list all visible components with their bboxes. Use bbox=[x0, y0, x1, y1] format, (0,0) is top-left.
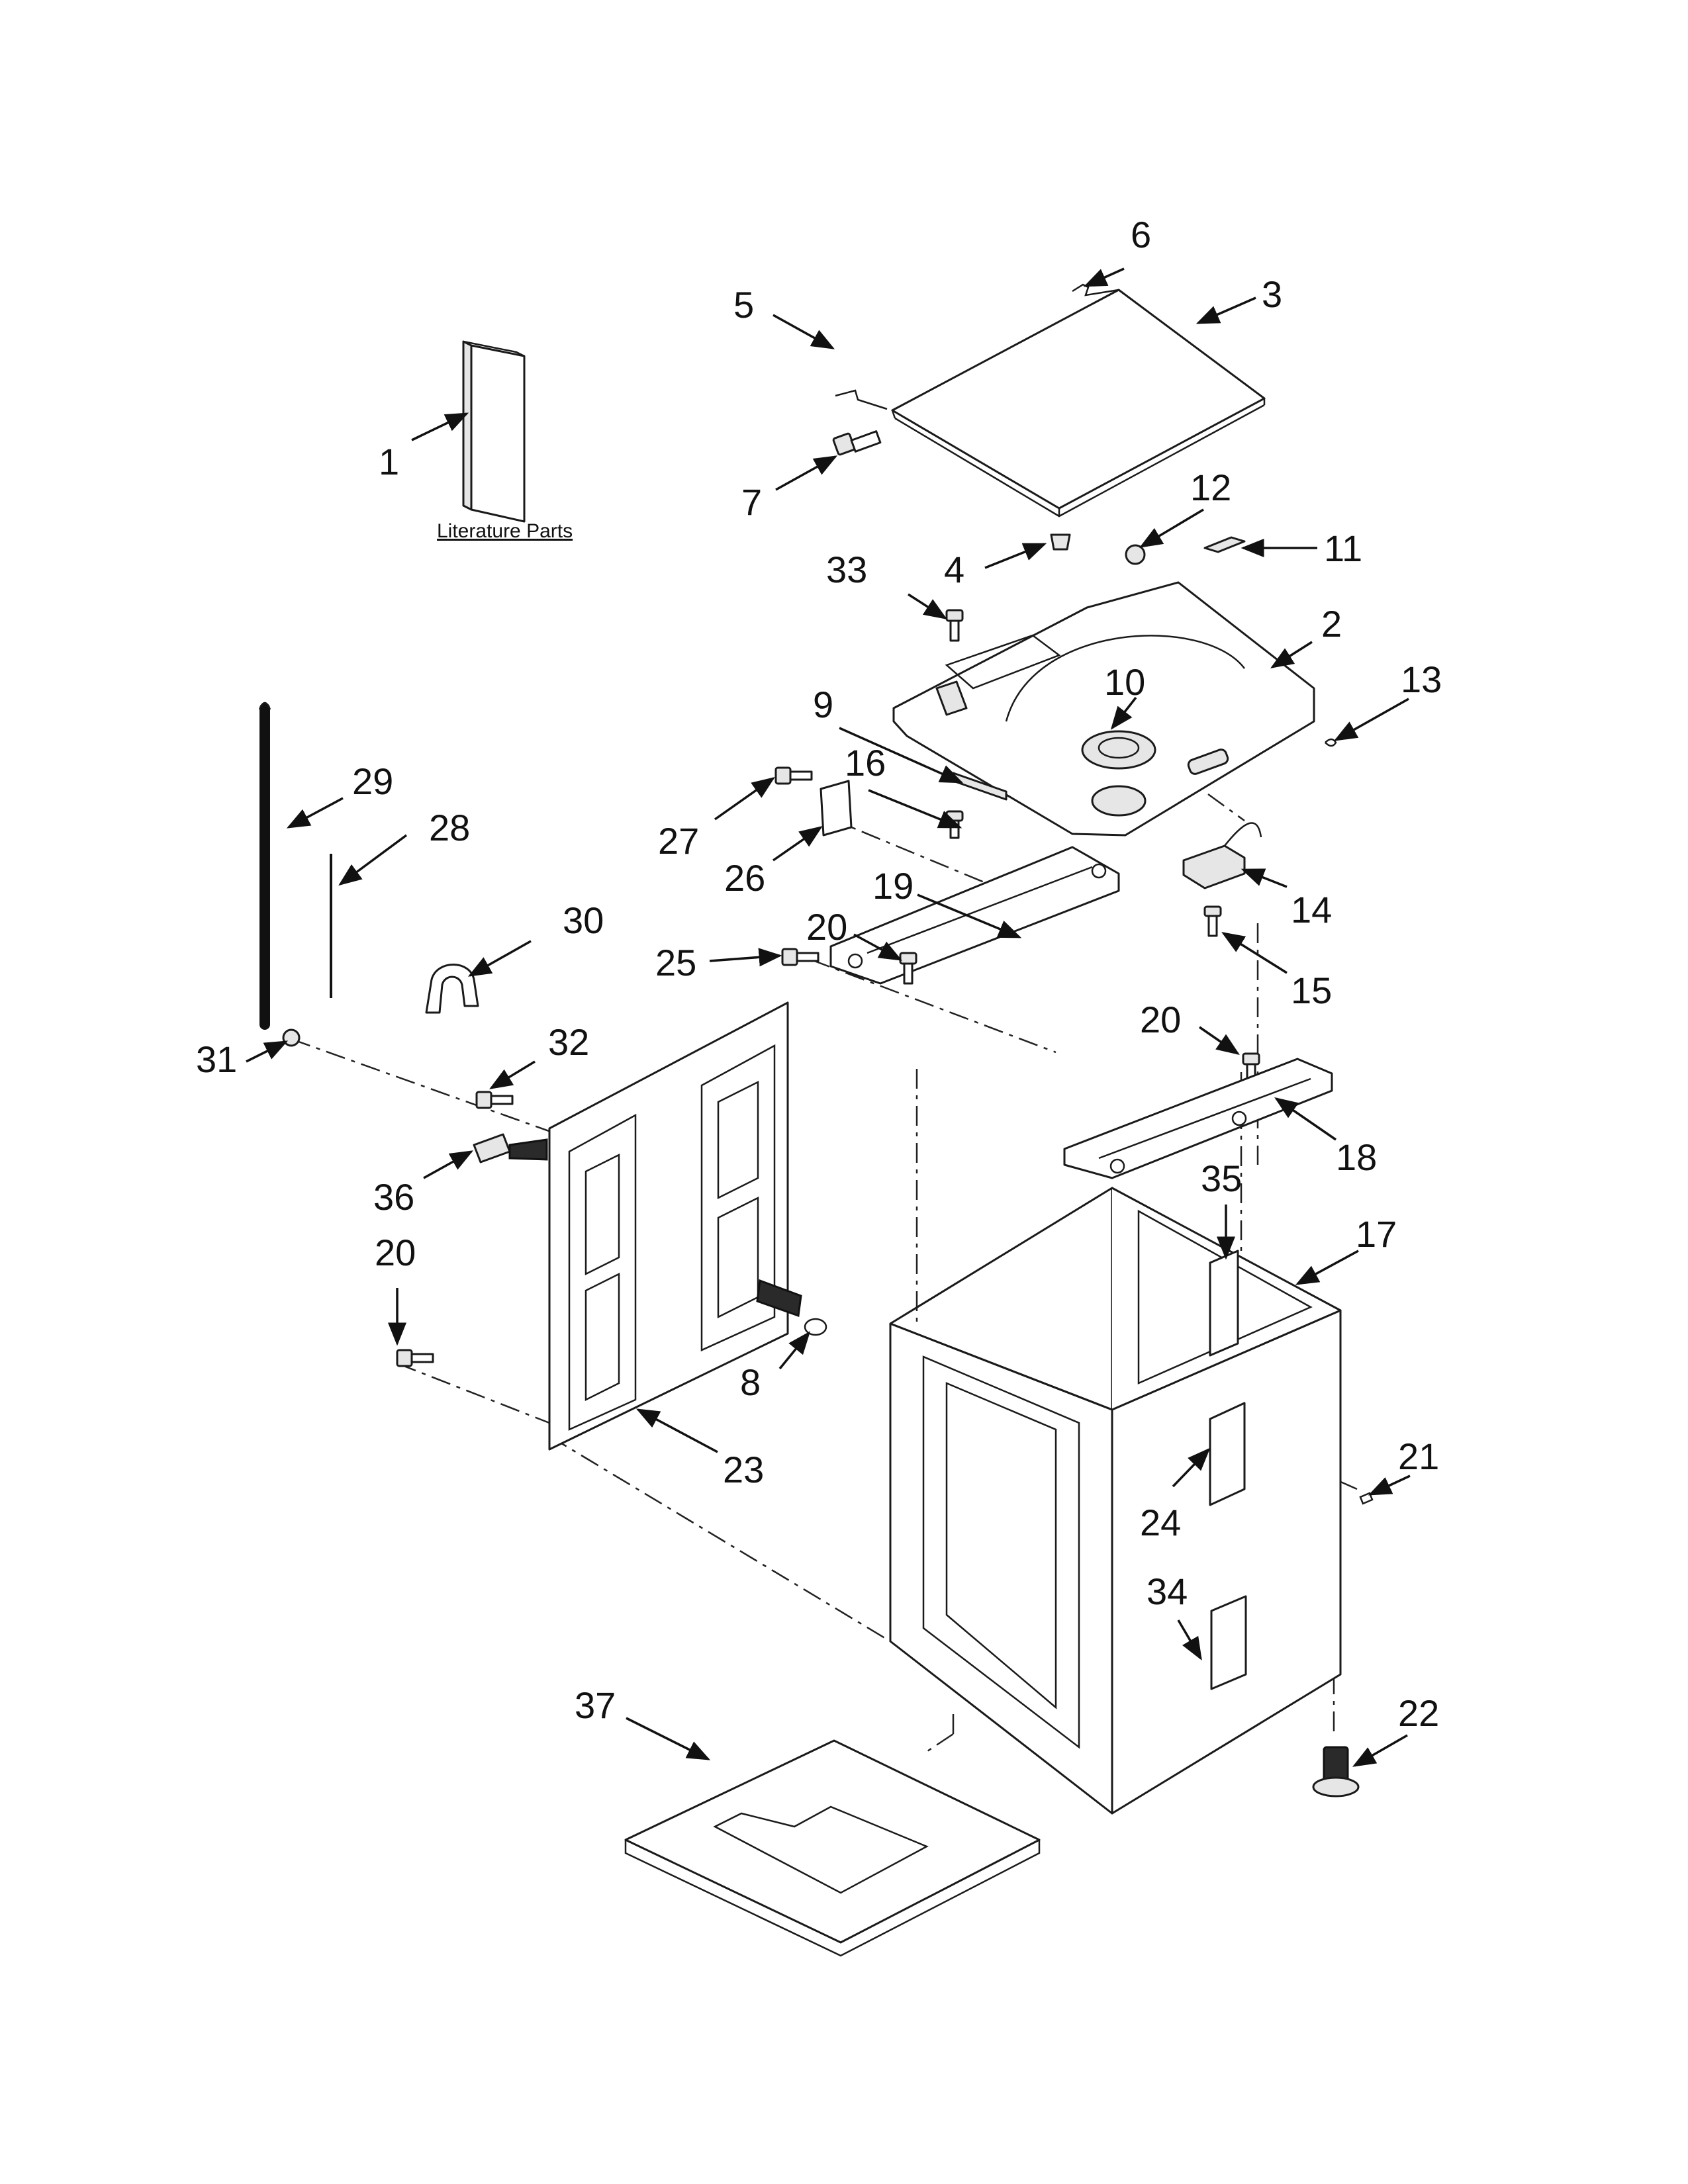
lid-switch bbox=[1182, 822, 1262, 889]
callout-7: 7 bbox=[741, 481, 762, 523]
callout-2: 2 bbox=[1321, 603, 1342, 645]
callout-14: 14 bbox=[1291, 889, 1332, 931]
lid bbox=[891, 289, 1266, 518]
callout-21: 21 bbox=[1398, 1435, 1439, 1477]
nut bbox=[1125, 544, 1146, 565]
callout-11: 11 bbox=[1324, 527, 1362, 569]
lid-strike bbox=[1203, 536, 1246, 553]
callout-37: 37 bbox=[575, 1684, 616, 1726]
callout-28: 28 bbox=[429, 807, 470, 848]
hinge-rod-left bbox=[835, 389, 888, 410]
front-brace bbox=[829, 846, 1120, 985]
valve-screw bbox=[475, 1091, 514, 1109]
callout-20-top: 20 bbox=[806, 906, 847, 948]
inlet-hose-assembly bbox=[473, 1133, 548, 1163]
callout-27: 27 bbox=[658, 820, 699, 862]
callout-6: 6 bbox=[1131, 214, 1151, 255]
callout-19: 19 bbox=[872, 865, 914, 907]
callout-3: 3 bbox=[1262, 273, 1282, 315]
callout-26: 26 bbox=[724, 857, 765, 899]
rear-panel bbox=[548, 1001, 789, 1451]
top-panel-screw bbox=[945, 609, 964, 642]
brace-screw-left bbox=[899, 952, 917, 985]
label-wiring bbox=[1209, 1402, 1246, 1506]
label-inside bbox=[1209, 1250, 1239, 1357]
rear-brace bbox=[1063, 1058, 1333, 1179]
callout-32: 32 bbox=[548, 1021, 589, 1063]
hose-clamp bbox=[282, 1028, 301, 1047]
callout-20-left: 20 bbox=[375, 1232, 416, 1273]
callout-5: 5 bbox=[733, 284, 754, 326]
lid-bumper bbox=[1050, 533, 1071, 551]
cabinet bbox=[889, 1187, 1342, 1815]
callout-4: 4 bbox=[944, 549, 964, 590]
callout-36: 36 bbox=[373, 1176, 414, 1218]
leader-arrows bbox=[246, 267, 1411, 1767]
drain-hose-end bbox=[258, 702, 271, 710]
inner-hose bbox=[756, 1279, 802, 1318]
cabinet-clip bbox=[1359, 1492, 1374, 1505]
callout-1: 1 bbox=[379, 441, 399, 482]
callout-12: 12 bbox=[1190, 467, 1231, 508]
callout-25: 25 bbox=[655, 942, 696, 983]
base-pad bbox=[624, 1739, 1041, 1957]
hinge-rod-right bbox=[1072, 283, 1119, 296]
bracket bbox=[820, 780, 853, 837]
literature-parts-label: Literature Parts bbox=[437, 520, 573, 542]
lid-screw bbox=[832, 430, 882, 456]
brace-side-screw bbox=[781, 948, 820, 966]
callout-8: 8 bbox=[740, 1361, 761, 1403]
label-serial bbox=[1210, 1595, 1247, 1690]
top-panel bbox=[892, 581, 1315, 837]
callout-23: 23 bbox=[723, 1449, 764, 1490]
switch-screw bbox=[1203, 905, 1222, 937]
callout-18: 18 bbox=[1336, 1136, 1377, 1178]
callout-17: 17 bbox=[1356, 1213, 1397, 1255]
callout-20-right: 20 bbox=[1140, 999, 1181, 1040]
callout-9: 9 bbox=[813, 684, 833, 725]
callout-30: 30 bbox=[563, 899, 604, 941]
callout-35: 35 bbox=[1201, 1158, 1242, 1199]
callout-13: 13 bbox=[1401, 659, 1442, 700]
panel-screw bbox=[396, 1349, 434, 1367]
bracket-screw bbox=[774, 766, 813, 785]
literature-parts-booklet bbox=[462, 340, 526, 523]
callout-10: 10 bbox=[1104, 661, 1145, 703]
hose-clamp-lower bbox=[804, 1318, 827, 1336]
callout-15: 15 bbox=[1291, 970, 1332, 1011]
hose-guide bbox=[425, 964, 479, 1014]
callout-33: 33 bbox=[826, 549, 867, 590]
leveling-leg bbox=[1312, 1746, 1360, 1797]
clip bbox=[1325, 738, 1337, 747]
callout-24: 24 bbox=[1140, 1502, 1181, 1543]
callout-34: 34 bbox=[1147, 1570, 1188, 1612]
callout-numbers: 1 2 3 4 5 6 7 8 9 10 11 12 13 14 15 16 1… bbox=[196, 214, 1442, 1734]
callout-16: 16 bbox=[845, 742, 886, 784]
callout-29: 29 bbox=[352, 760, 393, 802]
callout-31: 31 bbox=[196, 1038, 237, 1080]
callout-22: 22 bbox=[1398, 1692, 1439, 1734]
